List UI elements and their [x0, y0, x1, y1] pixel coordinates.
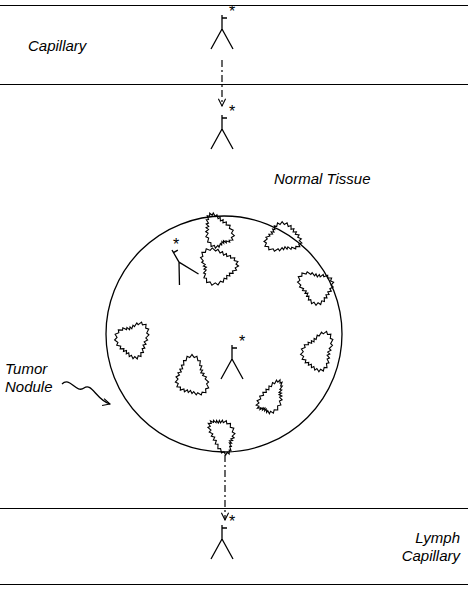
node-label: Capillary	[28, 37, 148, 55]
bound-antibody	[162, 245, 198, 285]
label-marker: *	[229, 514, 235, 530]
nodule-circle	[106, 216, 342, 452]
tumor-cell	[208, 420, 235, 455]
label-marker: *	[239, 334, 245, 350]
node-label: Tumor Nodule	[5, 360, 67, 396]
transport-arrow	[224, 455, 225, 520]
nodule-outline	[105, 215, 343, 453]
antibody	[211, 15, 233, 49]
antibody	[221, 345, 243, 379]
label-marker: *	[229, 104, 235, 120]
tumor-cell	[298, 272, 334, 306]
node-label: Lymph Capillary	[382, 529, 460, 565]
tumor-cell	[115, 322, 149, 359]
tumor-cell	[201, 248, 239, 285]
tumor-cell	[264, 222, 302, 252]
tumor-cell	[175, 355, 208, 395]
label-marker: *	[229, 4, 235, 20]
antibody	[211, 115, 233, 149]
tumor-nodule: Tumor Nodule	[105, 215, 343, 453]
label-marker: *	[173, 237, 179, 253]
tumor-cells	[115, 213, 334, 455]
antibody	[211, 525, 233, 559]
tumor-cell	[256, 380, 282, 414]
leader-arrow	[62, 382, 110, 404]
region-label: Normal Tissue	[274, 170, 394, 188]
tumor-cell	[206, 213, 235, 248]
tumor-cell	[301, 331, 333, 371]
transport-arrow	[221, 60, 222, 106]
